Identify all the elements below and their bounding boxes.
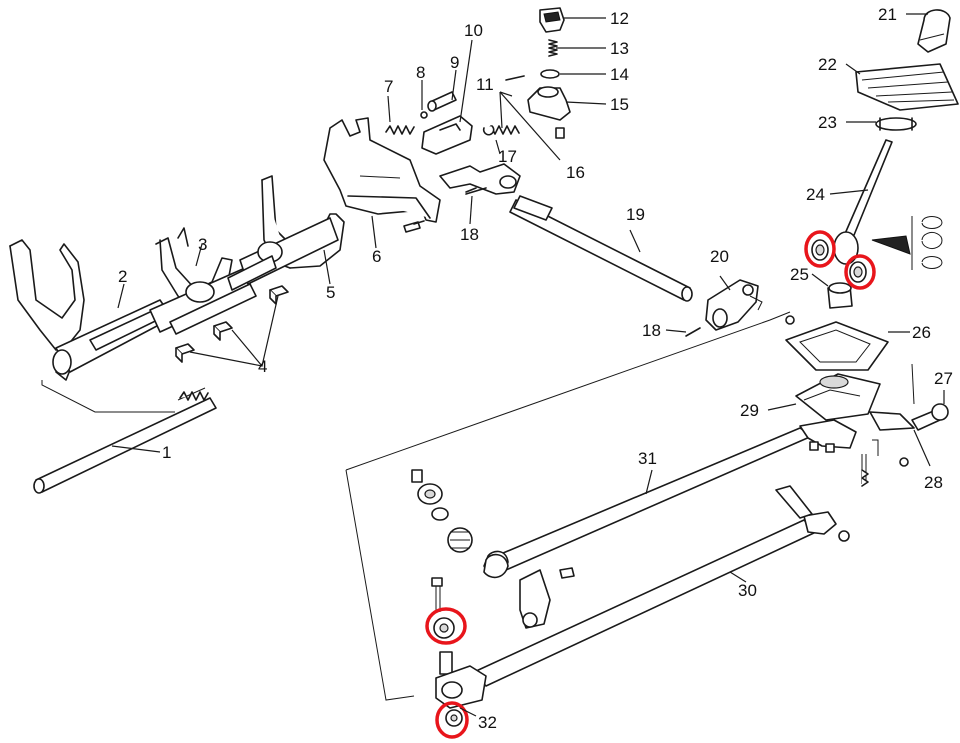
highlight-32-lower <box>435 701 469 739</box>
callout-16: 16 <box>566 163 585 182</box>
callout-18-right: 18 <box>642 321 661 340</box>
retainer-23 <box>875 117 917 131</box>
shift-rail-rod <box>33 387 217 494</box>
callout-11: 11 <box>476 75 494 94</box>
callout-18-center: 18 <box>460 225 479 244</box>
callout-10: 10 <box>464 21 483 40</box>
bracket-28 <box>869 411 915 467</box>
selector-lever <box>439 163 521 195</box>
plunger-12 <box>539 7 565 33</box>
callout-2: 2 <box>118 267 127 286</box>
callout-14: 14 <box>610 65 629 84</box>
small-bolts <box>809 441 869 487</box>
shift-fork-middle <box>149 227 257 335</box>
shift-gate-bracket <box>323 117 441 233</box>
callout-1: 1 <box>162 443 171 462</box>
callout-21: 21 <box>878 5 897 24</box>
clevis-32 <box>435 665 487 709</box>
callout-26: 26 <box>912 323 931 342</box>
callout-9: 9 <box>450 53 459 72</box>
shift-shaft-19 <box>509 195 693 302</box>
bushing-24-left <box>811 239 829 261</box>
pin-11 <box>505 75 525 81</box>
callout-13: 13 <box>610 39 629 58</box>
interlock-blocks <box>175 285 289 363</box>
callout-23: 23 <box>818 113 837 132</box>
leader-lines <box>111 13 945 717</box>
callout-4: 4 <box>258 357 267 376</box>
bushing-32-lower <box>445 709 463 727</box>
callout-7: 7 <box>384 77 393 96</box>
highlight-24-left <box>804 230 836 268</box>
callout-8: 8 <box>416 63 425 82</box>
callout-27: 27 <box>934 369 953 388</box>
spring-7 <box>385 125 415 135</box>
callout-22: 22 <box>818 55 837 74</box>
pin-18-right <box>685 327 701 337</box>
callout-5: 5 <box>326 283 335 302</box>
dash-line-upper <box>345 311 791 471</box>
dash-line-right <box>911 363 915 405</box>
lever-10 <box>421 115 473 155</box>
shift-lever-24 <box>833 139 911 265</box>
ball-8 <box>420 111 428 119</box>
highlight-32-upper <box>425 607 467 645</box>
callout-12: 12 <box>610 9 629 28</box>
callout-29: 29 <box>740 401 759 420</box>
callout-19: 19 <box>626 205 645 224</box>
shift-knob-21 <box>917 9 951 53</box>
lever-20 <box>705 279 763 331</box>
pin-9 <box>427 91 457 112</box>
bracket-line <box>41 380 175 413</box>
bushing-24-right <box>849 261 867 283</box>
callout-30: 30 <box>738 581 757 600</box>
pin-18-center <box>465 187 477 193</box>
boot-seat-29 <box>795 373 881 421</box>
callout-31: 31 <box>638 449 657 468</box>
spacer-32 <box>439 651 453 675</box>
spring-13 <box>548 39 558 57</box>
callout-3: 3 <box>198 235 207 254</box>
housing-15 <box>527 86 571 139</box>
rod-link-lever <box>519 567 575 629</box>
ball-17 <box>482 125 495 136</box>
spring-clips <box>911 216 943 270</box>
bushing-stack <box>411 469 509 579</box>
base-plate-26 <box>785 315 889 371</box>
callout-25: 25 <box>790 265 809 284</box>
boot-22 <box>855 63 959 111</box>
callout-20: 20 <box>710 247 729 266</box>
highlight-24-right <box>844 254 876 290</box>
callout-32: 32 <box>478 713 497 732</box>
rod-31 <box>483 419 857 574</box>
pivot-25 <box>827 282 853 309</box>
callout-labels: 1 2 3 4 5 6 7 8 9 10 11 12 13 14 15 16 1… <box>118 5 953 732</box>
knob-27 <box>911 403 949 431</box>
bolt-32 <box>431 577 443 612</box>
callout-17: 17 <box>498 147 517 166</box>
shift-fork-right <box>227 175 345 291</box>
callout-15: 15 <box>610 95 629 114</box>
dash-line-left <box>345 469 415 701</box>
callout-28: 28 <box>924 473 943 492</box>
callout-6: 6 <box>372 247 381 266</box>
bushing-32-upper <box>433 617 455 639</box>
callout-24: 24 <box>806 185 825 204</box>
washer-14 <box>540 69 560 79</box>
